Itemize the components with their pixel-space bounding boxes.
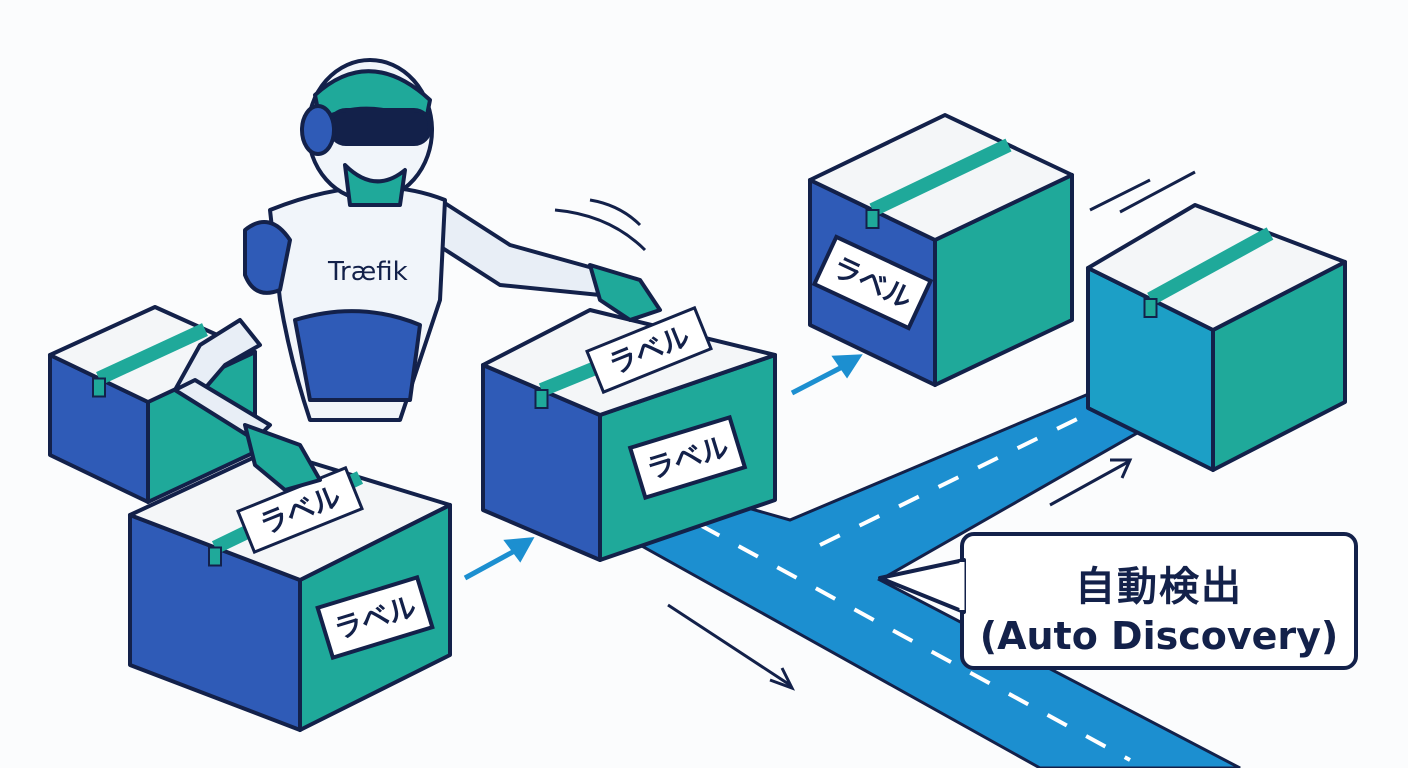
box-tape [1147, 227, 1274, 306]
box-tape [96, 323, 208, 385]
box-tape [869, 138, 1012, 217]
box [1086, 203, 1347, 472]
box: ラベル [808, 113, 1074, 387]
road-dashes [699, 396, 1131, 762]
box-label: ラベル [627, 414, 748, 501]
robot: Træfik [173, 58, 662, 492]
callout-title: 自動検出 [1075, 564, 1243, 610]
robot-chest-logo: Træfik [327, 257, 408, 287]
speed-lines [554, 170, 1196, 691]
box [48, 305, 257, 504]
callout-subtitle: (Auto Discovery) [979, 614, 1339, 658]
auto-discovery-callout: 自動検出 (Auto Discovery) [960, 532, 1358, 670]
motion-arrows [463, 354, 863, 581]
box-label: ラベル [315, 574, 435, 661]
